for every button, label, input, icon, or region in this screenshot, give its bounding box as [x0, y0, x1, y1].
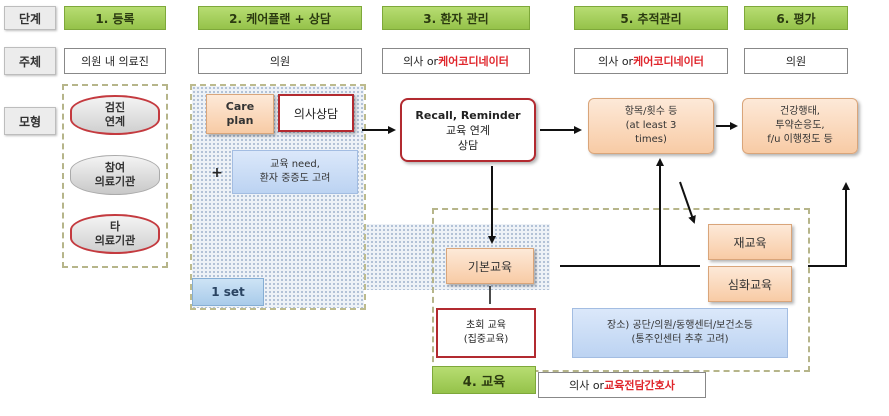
education-place-box: 장소) 공단/의원/동행센터/보건소등 (통주인센터 추후 고려)	[572, 308, 788, 358]
actor-education-nurse: 교육전담간호사	[604, 379, 675, 392]
followup-items-line3: times)	[635, 134, 667, 145]
participating-line2: 의료기관	[94, 175, 136, 188]
actor-education-prefix: 의사 or	[569, 379, 605, 392]
evaluation-line2: 투약순응도,	[775, 120, 825, 131]
arrow-education-to-evaluation	[808, 182, 850, 267]
actor-patient-management: 의사 or 케어코디네이터	[382, 48, 530, 74]
plus-sign: +	[211, 165, 223, 181]
careplan-group	[190, 84, 366, 310]
recall-reminder-box: Recall, Reminder 교육 연계 상담	[400, 98, 536, 162]
followup-items-line2: (at least 3	[625, 120, 677, 131]
stage-1-register: 1. 등록	[64, 6, 166, 30]
basic-education-box: 기본교육	[446, 248, 534, 284]
advanced-education-box: 심화교육	[708, 266, 792, 302]
actor-followup-coordinator: 케어코디네이터	[633, 55, 704, 68]
row-label-stage: 단계	[4, 6, 56, 30]
stage-2-careplan: 2. 케어플랜 + 상담	[198, 6, 362, 30]
other-institution-line2: 의료기관	[94, 234, 136, 247]
stage-5-followup: 5. 추적관리	[574, 6, 728, 30]
education-need-line2: 환자 중증도 고려	[259, 173, 331, 184]
education-place-line2: (통주인센터 추후 고려)	[631, 334, 729, 345]
care-plan-box: Care plan	[206, 94, 274, 134]
education-need-box: 교육 need, 환자 중증도 고려	[232, 150, 358, 194]
actor-patient-prefix: 의사 or	[403, 55, 439, 68]
one-set-label: 1 set	[192, 278, 264, 306]
evaluation-line3: f/u 이행정도 등	[767, 134, 833, 145]
actor-followup-prefix: 의사 or	[598, 55, 634, 68]
evaluation-line1: 건강행태,	[780, 106, 820, 117]
row-label-model: 모형	[4, 107, 56, 135]
stage-4-education: 4. 교육	[432, 366, 536, 394]
first-education-line2: (집중교육)	[463, 334, 509, 345]
checkup-link-line2: 연계	[104, 115, 126, 128]
checkup-link-pill: 검진 연계	[70, 95, 160, 135]
first-education-line1: 초회 교육	[466, 320, 506, 331]
checkup-link-line1: 검진	[104, 101, 126, 114]
education-need-line1: 교육 need,	[270, 159, 320, 170]
other-institution-line1: 타	[109, 220, 121, 233]
education-place-line1: 장소) 공단/의원/동행센터/보건소등	[607, 320, 753, 331]
re-education-box: 재교육	[708, 224, 792, 260]
doctor-consultation-box: 의사상담	[278, 94, 354, 132]
stage-6-evaluation: 6. 평가	[744, 6, 848, 30]
row-label-actor: 주체	[4, 47, 56, 75]
care-plan-line1: Care	[225, 100, 255, 113]
participating-line1: 참여	[104, 161, 126, 174]
recall-reminder-line2: 교육 연계	[446, 123, 490, 137]
stage-3-patient-management: 3. 환자 관리	[382, 6, 530, 30]
evaluation-box: 건강행태, 투약순응도, f/u 이행정도 등	[742, 98, 858, 154]
followup-items-box: 항목/횟수 등 (at least 3 times)	[588, 98, 714, 154]
recall-reminder-line3: 상담	[457, 138, 479, 152]
register-group	[62, 84, 168, 268]
recall-reminder-line1: Recall, Reminder	[415, 108, 521, 122]
first-education-box: 초회 교육 (집중교육)	[436, 308, 536, 358]
followup-items-line1: 항목/횟수 등	[624, 106, 678, 117]
actor-register: 의원 내 의료진	[64, 48, 166, 74]
actor-patient-coordinator: 케어코디네이터	[438, 55, 509, 68]
other-institution-pill: 타 의료기관	[70, 214, 160, 254]
actor-education: 의사 or 교육전담간호사	[538, 372, 706, 398]
participating-institution-pill: 참여 의료기관	[70, 155, 160, 195]
actor-evaluation: 의원	[744, 48, 848, 74]
education-group	[432, 208, 810, 372]
actor-followup: 의사 or 케어코디네이터	[574, 48, 728, 74]
care-plan-line2: plan	[226, 114, 254, 127]
actor-careplan: 의원	[198, 48, 362, 74]
